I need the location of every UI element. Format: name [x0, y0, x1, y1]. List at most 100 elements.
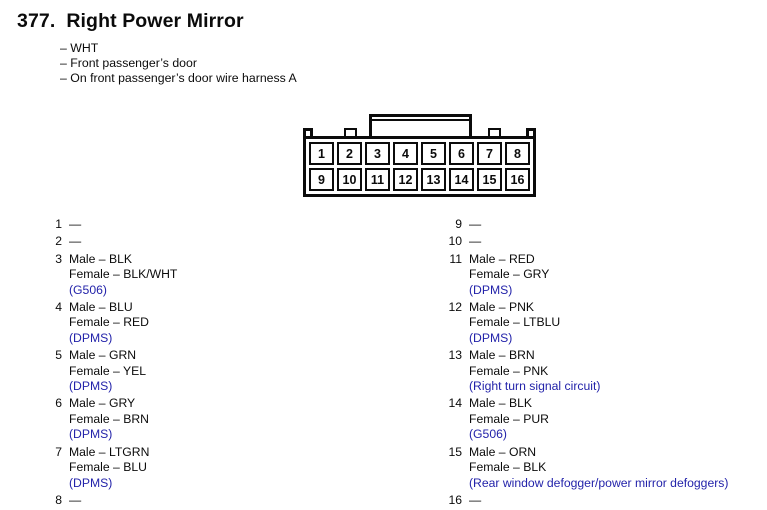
pin-reference: (G506): [69, 282, 107, 297]
pin-wire-color: Female – RED: [69, 315, 149, 330]
pin-wire-color: Female – BLK: [469, 460, 547, 475]
pin-item-8: 8—: [40, 493, 177, 508]
connector-pin-6: 6: [449, 142, 474, 165]
pin-reference: (Rear window defogger/power mirror defog…: [469, 475, 729, 490]
connector-corner-notch-right: [526, 128, 536, 136]
pin-reference: (DPMS): [469, 282, 513, 297]
pin-number: 8: [55, 492, 62, 507]
connector-guide-bump-right: [488, 128, 501, 136]
connector-pin-4: 4: [393, 142, 418, 165]
pin-number: 11: [449, 251, 462, 266]
connector-pin-7: 7: [477, 142, 502, 165]
pin-number: 15: [448, 444, 462, 459]
pin-number: 7: [55, 444, 62, 459]
pin-wire-lines: —: [469, 217, 481, 232]
pin-wire-color: —: [69, 217, 82, 231]
connector-pin-15: 15: [477, 168, 502, 191]
connector-pin-13: 13: [421, 168, 446, 191]
pin-number: 9: [455, 217, 462, 231]
pin-number: 5: [55, 348, 62, 363]
pin-number: 16: [448, 492, 462, 507]
pin-wire-color: Female – BLK/WHT: [69, 267, 178, 282]
pin-number: 2: [55, 234, 62, 249]
connector-notes: – WHT – Front passenger’s door – On fron…: [60, 41, 297, 87]
pin-item-10: 10 —: [440, 234, 728, 249]
pin-wire-color: Female – PUR: [469, 411, 549, 426]
pin-wire-lines: —: [469, 234, 481, 249]
connector-latch-line: [372, 119, 469, 121]
pin-wire-color: Male – GRY: [69, 396, 136, 411]
connector-pin-2: 2: [337, 142, 362, 165]
pin-reference: (DPMS): [69, 330, 113, 345]
pin-number: 12: [448, 300, 462, 315]
pin-number: 10: [448, 234, 462, 249]
connector-pin-5: 5: [421, 142, 446, 165]
connector-pin-11: 11: [365, 168, 390, 191]
pin-item-9: 9—: [440, 217, 728, 232]
note-line: – Front passenger’s door: [60, 56, 197, 71]
pin-wire-color: —: [469, 492, 482, 507]
pin-wire-color: Male – BLK: [69, 251, 133, 266]
pin-reference: (DPMS): [69, 427, 113, 442]
connector-pin-14: 14: [449, 168, 474, 191]
pin-wire-color: Female – PNK: [469, 363, 549, 378]
pin-wire-color: —: [69, 234, 82, 249]
pin-wire-color: Male – ORN: [469, 444, 537, 459]
pin-reference: (DPMS): [69, 475, 113, 490]
note-line: – On front passenger’s door wire harness…: [60, 71, 297, 86]
connector-corner-notch-left: [303, 128, 313, 136]
section-number: 377.: [17, 10, 56, 32]
connector-pin-16: 16: [505, 168, 530, 191]
connector-guide-bump-left: [344, 128, 357, 136]
pin-item-16: 16 —: [440, 493, 728, 508]
pin-reference: (Right turn signal circuit): [469, 379, 601, 394]
pin-wire-color: —: [469, 217, 482, 231]
note-line: – WHT: [60, 41, 99, 55]
connector-pin-1: 1: [309, 142, 334, 165]
section-title: 377. Right Power Mirror: [17, 10, 244, 33]
pin-wire-lines: —: [69, 234, 81, 249]
pin-wire-lines: —: [69, 493, 81, 508]
pin-wire-color: Female – YEL: [69, 363, 147, 378]
pin-wire-color: Male – BLU: [69, 300, 133, 315]
pin-wire-color: Female – BRN: [69, 411, 149, 426]
pin-wire-color: Male – LTGRN: [69, 444, 150, 459]
pin-item-1: 1—: [40, 217, 177, 232]
connector-pin-9: 9: [309, 168, 334, 191]
section-title-text: Right Power Mirror: [66, 10, 244, 32]
pin-number: 6: [55, 396, 62, 411]
pin-wire-color: Male – RED: [469, 251, 535, 266]
pin-wire-color: Female – LTBLU: [469, 315, 561, 330]
pin-number: 1: [55, 217, 62, 231]
pin-reference: (G506): [469, 427, 507, 442]
page-header: 377. Right Power Mirror: [17, 10, 244, 33]
pin-number: 13: [448, 348, 462, 363]
pin-item-2: 2—: [40, 234, 177, 249]
pin-wire-color: Male – PNK: [469, 300, 535, 315]
connector-pin-10: 10: [337, 168, 362, 191]
pin-wire-lines: —: [69, 217, 81, 232]
pin-wire-color: —: [69, 492, 82, 507]
pin-wire-color: Female – GRY: [469, 267, 550, 282]
pin-reference: (DPMS): [469, 330, 513, 345]
pin-number: 3: [55, 251, 62, 266]
